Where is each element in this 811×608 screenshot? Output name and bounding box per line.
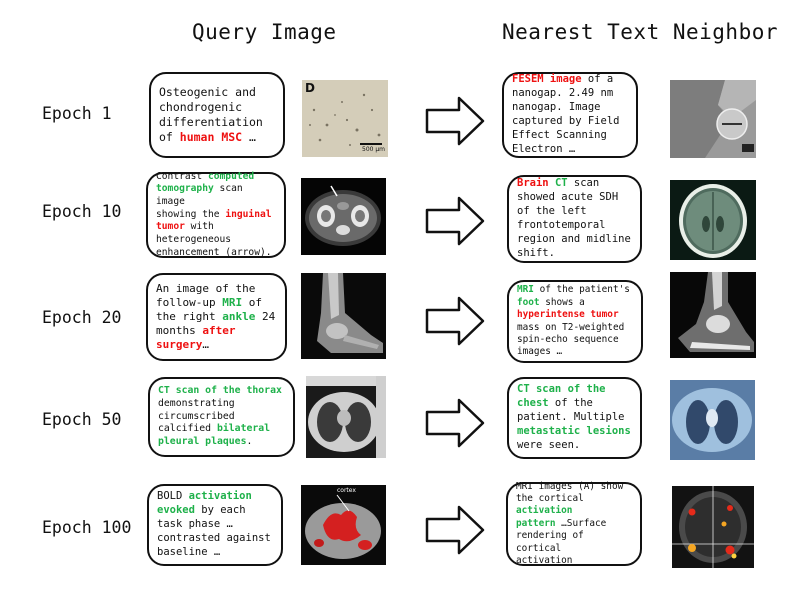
neighbor-caption-text: MRI of the patient's foot shows a hyperi… [517, 284, 630, 358]
query-caption-bubble: CT scan of the thorax demonstrating circ… [148, 377, 295, 457]
caption-segment: Contrast [156, 170, 208, 182]
caption-segment: were seen. [517, 438, 581, 451]
neighbor-caption-bubble: FESEM image of a nanogap. 2.49 nm nanoga… [502, 72, 638, 158]
caption-segment: scan image showing the [156, 183, 243, 220]
highlight-red: human MSC [179, 130, 243, 145]
caption-segment: Osteogenic and chondrogenic differentiat… [159, 84, 263, 145]
caption-segment: An image of the follow-up [156, 281, 256, 309]
arrow-icon [425, 296, 485, 346]
highlight-green: foot [517, 296, 540, 308]
arrow-icon [425, 96, 485, 146]
caption-segment: of the patient. Multiple [517, 397, 625, 424]
caption-segment: with heterogeneous enhancement (arrow). [156, 221, 272, 258]
caption-segment: BOLD [157, 490, 189, 503]
query-caption-text: An image of the follow-up MRI of the rig… [156, 282, 275, 352]
neighbor-caption-bubble: Brain CT scan showed acute SDH of the le… [507, 175, 642, 263]
highlight-red: FESEM image [512, 73, 582, 86]
highlight-green: metastatic lesions [517, 424, 631, 437]
query-image-microscopy: D 500 µm [302, 80, 388, 157]
highlight-red: after surgery [156, 324, 236, 352]
neighbor-image-fesem [670, 80, 756, 158]
highlight-green: CT scan of the chest [517, 383, 606, 410]
query-image-ankle-mri [301, 273, 386, 359]
epoch-label: Epoch 1 [42, 104, 112, 123]
caption-segment: of a nanogap. 2.49 nm nanogap. Image cap… [512, 73, 620, 155]
query-caption-text: Osteogenic and chondrogenic differentiat… [159, 85, 263, 146]
caption-segment: demonstrating circumscribed calcified [158, 397, 235, 435]
caption-segment: of the patient's [539, 284, 630, 296]
caption-segment: … [242, 130, 256, 145]
query-caption-bubble: An image of the follow-up MRI of the rig… [146, 273, 287, 361]
caption-segment: MRI images (A) show the cortical [516, 480, 624, 504]
query-caption-bubble: Osteogenic and chondrogenic differentiat… [149, 72, 285, 158]
highlight-green: CT [554, 177, 568, 190]
neighbor-caption-text: CT scan of the chest of the patient. Mul… [517, 383, 631, 452]
highlight-green: MRI [517, 284, 534, 296]
query-caption-bubble: Contrast computed tomography scan image … [146, 171, 286, 260]
caption-segment: mass on T2-weighted spin-echo sequence i… [517, 321, 625, 358]
epoch-label: Epoch 50 [42, 410, 122, 429]
caption-segment: …Surface rendering of cortical activatio… [516, 517, 607, 567]
highlight-green: MRI [222, 295, 243, 309]
neighbor-caption-bubble: MRI of the patient's foot shows a hyperi… [507, 280, 643, 363]
caption-segment: shows a [545, 296, 585, 308]
query-caption-text: CT scan of the thorax demonstrating circ… [158, 385, 282, 450]
highlight-red: inguinal tumor [156, 208, 272, 233]
brain-region-label: cortex [337, 487, 356, 494]
epoch-label: Epoch 10 [42, 202, 122, 221]
caption-segment: of the right [156, 295, 262, 323]
neighbor-caption-text: FESEM image of a nanogap. 2.49 nm nanoga… [512, 73, 619, 156]
highlight-green: computed tomography [156, 170, 255, 195]
arrow-icon [425, 505, 485, 555]
query-image-header: Query Image [192, 20, 337, 44]
arrow-icon [425, 196, 485, 246]
epoch-label: Epoch 100 [42, 518, 132, 537]
neighbor-image-fmri [672, 486, 754, 568]
scale-bar-label: 500 µm [362, 146, 386, 153]
epoch-label: Epoch 20 [42, 308, 122, 327]
caption-segment: by each task phase … contrasted against … [157, 504, 271, 558]
caption-segment: scan showed acute SDH of the left fronto… [517, 177, 631, 259]
nearest-text-neighbor-header: Nearest Text Neighbor [502, 20, 779, 44]
neighbor-image-chest-ct [670, 380, 755, 460]
query-caption-bubble: BOLD activation evoked by each task phas… [147, 484, 283, 566]
caption-segment: . [246, 436, 253, 448]
highlight-green: CT scan of the thorax [158, 384, 282, 396]
highlight-green: activation pattern [516, 505, 573, 529]
neighbor-caption-bubble: CT scan of the chest of the patient. Mul… [507, 377, 642, 459]
query-image-brain-activation: cortex [301, 485, 386, 565]
highlight-red: Brain [517, 177, 549, 190]
caption-segment: 24 months [156, 309, 276, 338]
query-caption-text: BOLD activation evoked by each task phas… [157, 490, 271, 559]
query-caption-text: Contrast computed tomography scan image … [156, 171, 276, 260]
query-image-chest-ct [306, 376, 386, 458]
caption-segment: … [202, 338, 209, 352]
panel-letter: D [305, 81, 315, 95]
neighbor-caption-text: Brain CT scan showed acute SDH of the le… [517, 177, 631, 260]
arrow-icon [425, 398, 485, 448]
neighbor-image-foot-mri [670, 272, 756, 358]
highlight-red: hyperintense tumor [517, 309, 619, 321]
neighbor-image-brain-ct [670, 180, 756, 260]
neighbor-caption-text: MRI images (A) show the cortical activat… [516, 481, 632, 568]
neighbor-caption-bubble: MRI images (A) show the cortical activat… [506, 481, 642, 568]
highlight-green: bilateral pleural plaques [158, 423, 271, 448]
highlight-green: ankle [222, 309, 256, 323]
highlight-green: activation evoked [157, 490, 252, 517]
query-image-ct-pelvis [301, 178, 386, 255]
